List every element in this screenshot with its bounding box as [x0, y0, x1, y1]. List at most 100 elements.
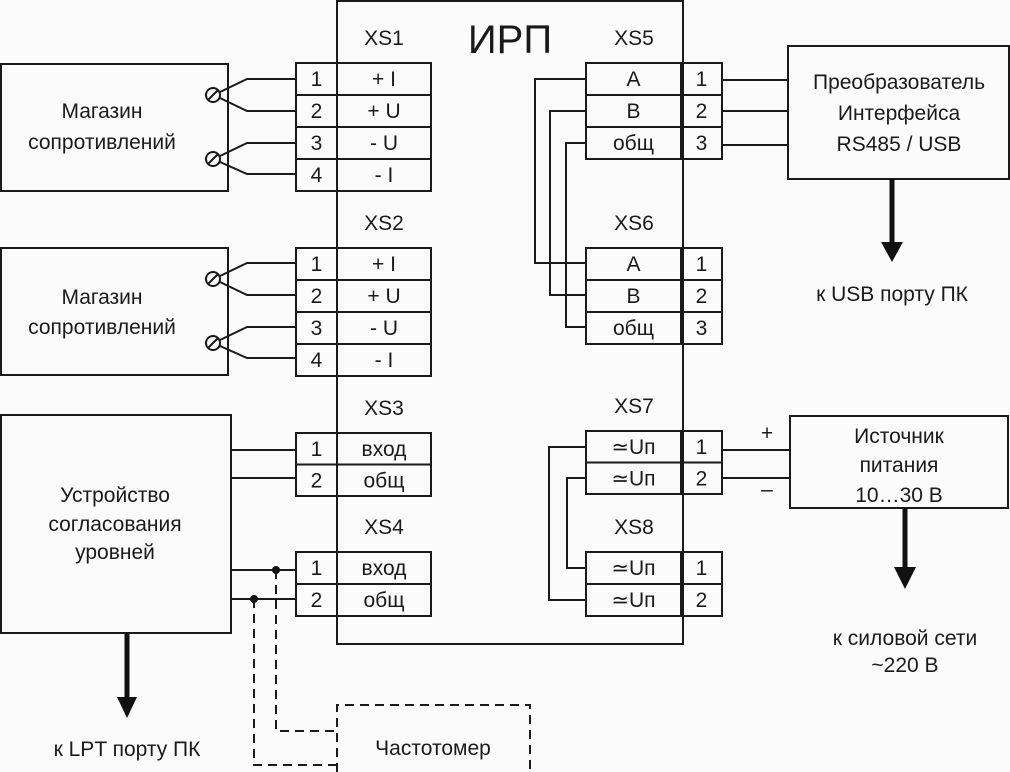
pin-number: 1: [311, 253, 323, 276]
power-supply-label-line2: питания: [860, 454, 939, 477]
connector-title: XS1: [364, 27, 404, 50]
pin-number: 2: [696, 100, 708, 123]
converter-label-line3: RS485 / USB: [837, 133, 962, 156]
pin-number: 1: [311, 438, 323, 461]
pin-number: 3: [311, 132, 323, 155]
pin-signal: ≃Uп: [611, 557, 655, 580]
pin-number: 1: [696, 557, 708, 580]
level-matching-label-line2: согласования: [48, 513, 181, 536]
resistance-box-2-label-line2: сопротивлений: [28, 316, 176, 339]
wire-xs1-2: [219, 97, 296, 112]
dashed-wire-common: [253, 599, 337, 766]
pin-signal: + U: [367, 285, 400, 308]
level-matching-frame: [0, 414, 232, 634]
pin-number: 4: [311, 349, 323, 372]
connector-title: XS3: [364, 397, 404, 420]
converter-label-line1: Преобразователь: [813, 71, 985, 94]
dashed-wire-input: [275, 570, 337, 732]
wire-xs1-3: [219, 142, 296, 157]
wire-xs2-3: [219, 326, 296, 341]
rs485-bridge-wires: [534, 78, 586, 328]
resistance-box-1-frame: [0, 63, 229, 192]
terminal-icon: [205, 151, 221, 167]
pin-number: 3: [311, 317, 323, 340]
pin-signal: общ: [364, 469, 405, 492]
resistance-box-2: Магазин сопротивлений: [0, 247, 296, 376]
pin-signal: - U: [370, 132, 398, 155]
wire-a-bridge: [534, 78, 586, 264]
resistance-box-2-label-line1: Магазин: [61, 286, 142, 309]
pin-number: 1: [696, 436, 708, 459]
arrow-down-icon: [881, 242, 903, 262]
terminal-icon: [205, 335, 221, 351]
connector-title: XS6: [614, 212, 654, 235]
frequency-meter-label: Частотомер: [375, 737, 491, 760]
wire-xs1-1: [219, 78, 296, 93]
pin-number: 2: [311, 285, 323, 308]
lpt-port-label: к LPT порту ПК: [54, 738, 202, 761]
connector-title: XS7: [614, 395, 654, 418]
pin-number: 3: [696, 317, 708, 340]
wire-b-bridge: [549, 110, 586, 296]
mains-label-line1: к силовой сети: [833, 627, 977, 650]
wire-xs2-1: [219, 262, 296, 277]
pin-number: 2: [696, 467, 708, 490]
resistance-box-1-label-line2: сопротивлений: [28, 131, 176, 154]
wire-power1-bridge: [548, 446, 586, 601]
wire-xs2-2: [219, 281, 296, 296]
pin-number: 1: [696, 253, 708, 276]
connector-title: XS5: [614, 27, 654, 50]
level-matching-device: Устройство согласования уровней к LPT по…: [0, 414, 296, 761]
pin-number: 2: [696, 285, 708, 308]
irp-device: ИРП: [336, 0, 684, 645]
rs485-usb-converter: Преобразователь Интерфейса RS485 / USB к…: [722, 45, 1010, 306]
pin-signal: + I: [372, 253, 396, 276]
converter-label-line2: Интерфейса: [838, 102, 961, 125]
connector-xs2: XS2 1 + I 2 + U 3 - U 4 - I: [295, 212, 432, 377]
pin-number: 1: [311, 68, 323, 91]
connector-title: XS4: [364, 516, 404, 539]
resistance-box-1-label-line1: Магазин: [61, 100, 142, 123]
connector-xs8: XS8 1 ≃Uп 2 ≃Uп: [585, 516, 723, 617]
pin-number: 2: [311, 589, 323, 612]
pin-signal: - I: [375, 349, 394, 372]
pin-number: 1: [696, 68, 708, 91]
pin-signal: общ: [613, 132, 654, 155]
wire-common-bridge: [565, 142, 586, 328]
wire-xs2-4: [219, 345, 296, 359]
pin-number: 2: [311, 100, 323, 123]
right-connectors: XS51A2B3общXS61A2B3общXS71≃Uп2≃UпXS81≃Uп…: [585, 27, 723, 617]
pin-signal: B: [626, 285, 640, 308]
irp-title: ИРП: [468, 18, 552, 62]
connector-title: XS2: [364, 212, 404, 235]
mains-label-line2: ~220 В: [871, 654, 938, 677]
frequency-meter-frame: [336, 704, 531, 772]
minus-sign: –: [761, 478, 773, 501]
power-bridge-wires: [548, 446, 586, 601]
power-supply-frame: [789, 415, 1009, 509]
pin-signal: - U: [370, 317, 398, 340]
pin-number: 1: [311, 557, 323, 580]
level-matching-label-line1: Устройство: [60, 484, 170, 507]
pin-signal: вход: [362, 438, 407, 461]
pin-signal: + I: [372, 68, 396, 91]
power-supply: Источник питания 10…30 В + – к силовой с…: [722, 415, 1009, 677]
pin-signal: ≃Uп: [611, 589, 655, 612]
pin-signal: A: [626, 253, 640, 276]
plus-sign: +: [761, 422, 773, 445]
level-matching-label-line3: уровней: [75, 541, 155, 564]
converter-frame: [787, 45, 1010, 180]
pin-signal: - I: [375, 164, 394, 187]
connector-title: XS8: [614, 516, 654, 539]
pin-signal: общ: [364, 589, 405, 612]
pin-number: 2: [696, 589, 708, 612]
power-supply-label-line3: 10…30 В: [855, 484, 943, 507]
arrow-down-icon: [117, 697, 137, 718]
